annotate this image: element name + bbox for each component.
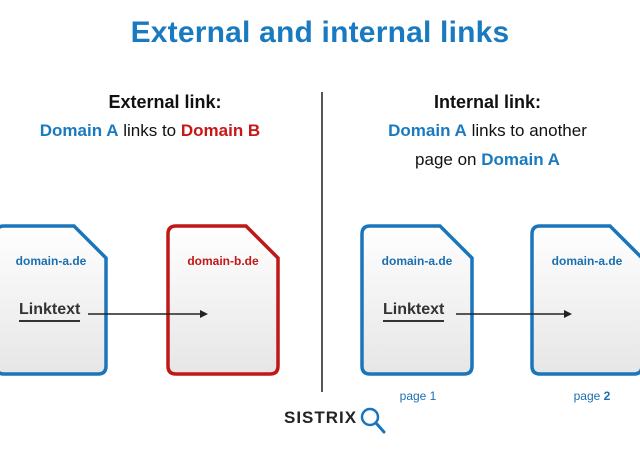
external-link-arrow bbox=[88, 310, 208, 318]
internal-links-to: links to another bbox=[471, 121, 587, 140]
internal-linktext[interactable]: Linktext bbox=[383, 301, 445, 322]
internal-page-on: page on bbox=[415, 150, 477, 169]
internal-domain-a-2: Domain A bbox=[481, 150, 560, 169]
internal-link-arrow bbox=[456, 310, 572, 318]
diagram-title: External and internal links bbox=[130, 16, 510, 49]
page-1-label: page 1 bbox=[399, 389, 437, 403]
internal-heading: Internal link: bbox=[433, 92, 541, 112]
page-2-prefix: page bbox=[573, 389, 601, 403]
external-domain-b: Domain B bbox=[180, 121, 261, 140]
divider bbox=[321, 92, 323, 392]
internal-description-line1: Domain A links to another bbox=[340, 116, 635, 145]
magnifier-icon bbox=[360, 407, 386, 434]
external-links-to: links to bbox=[123, 121, 177, 140]
external-heading: External link: bbox=[108, 92, 222, 112]
external-description: Domain A links to Domain B bbox=[0, 116, 300, 145]
logo-text: SISTRIX bbox=[284, 408, 358, 427]
external-target-document: domain-b.de bbox=[166, 224, 280, 376]
internal-target-document: domain-a.de bbox=[530, 224, 640, 376]
page-2-label: page 2 bbox=[552, 389, 632, 403]
sistrix-logo: SISTRIX bbox=[284, 404, 394, 434]
external-linktext[interactable]: Linktext bbox=[19, 301, 81, 322]
internal-target-domain: domain-a.de bbox=[551, 254, 623, 268]
internal-description-line2: page on Domain A bbox=[340, 145, 635, 174]
internal-source-document: domain-a.de Linktext bbox=[360, 224, 474, 376]
external-source-domain: domain-a.de bbox=[15, 254, 87, 268]
internal-source-domain: domain-a.de bbox=[381, 254, 453, 268]
external-source-document: domain-a.de Linktext bbox=[0, 224, 108, 376]
external-target-domain: domain-b.de bbox=[187, 254, 259, 268]
internal-domain-a: Domain A bbox=[388, 121, 467, 140]
external-domain-a: Domain A bbox=[39, 121, 119, 140]
page-2-number: 2 bbox=[603, 389, 611, 403]
